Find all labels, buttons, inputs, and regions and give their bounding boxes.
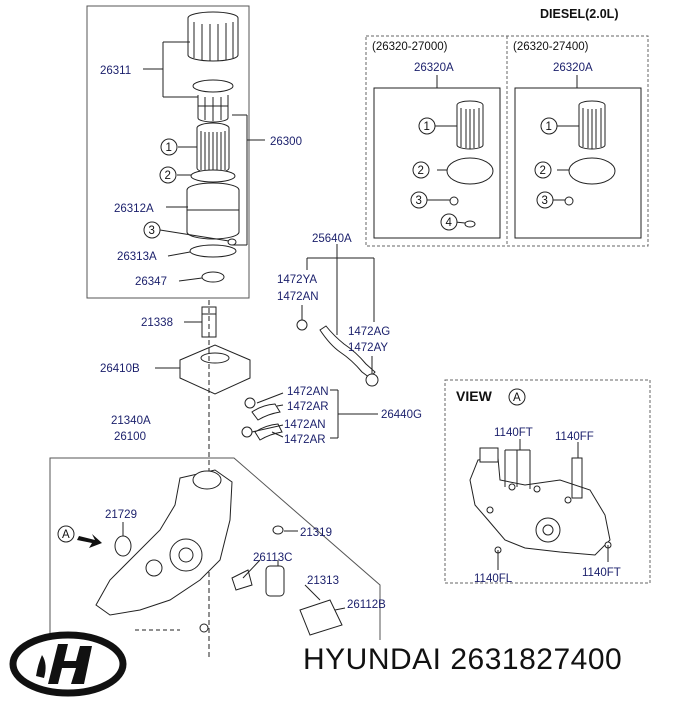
part-26113C: 26113C [253,552,292,564]
part-21319: 21319 [300,527,332,539]
svg-text:3: 3 [149,225,155,237]
part-1472AN-upper: 1472AN [277,291,319,303]
part-1472AG: 1472AG [348,326,390,338]
part-26311: 26311 [100,65,131,77]
brand-name: HYUNDAI [303,643,442,676]
variant-2-code: (26320-27400) [513,41,589,53]
svg-text:A: A [62,529,70,541]
variant-2-item-2: 2 [540,165,546,177]
part-1472AR-a: 1472AR [287,401,329,413]
part-21313: 21313 [307,575,339,587]
variant-1-item-1: 1 [424,121,430,133]
view-a-drawing [469,447,612,556]
filter-cap-drawing [186,11,240,283]
hose-drawing [241,319,379,441]
part-26100: 26100 [114,431,146,443]
view-a-part-1140FF: 1140FF [555,431,594,443]
view-a-box [444,379,651,584]
part-26440G: 26440G [381,409,422,421]
view-a-part-1140FL: 1140FL [474,573,513,585]
part-26313A: 26313A [117,251,157,263]
variant-2-drawing [534,100,616,209]
filter-group-labels [143,41,265,282]
part-26300: 26300 [270,136,302,148]
hyundai-logo [9,631,127,697]
pump-box [49,457,381,640]
pump-lines [122,522,346,631]
view-a-marker: A [57,525,102,548]
part-1472YA: 1472YA [277,274,317,286]
part-1472AN-a: 1472AN [287,386,329,398]
part-21340A: 21340A [111,415,151,427]
variant-1-part: 26320A [414,62,454,74]
callout-1: 1 [160,138,178,156]
part-21338: 21338 [141,317,173,329]
part-26312A: 26312A [114,203,154,215]
filter-group-box [86,5,250,299]
view-a-lines [497,439,609,570]
part-number: 2631827400 [450,643,623,676]
variant-2-item-1: 1 [546,121,552,133]
pump-drawing [95,469,343,636]
part-26410B: 26410B [100,363,140,375]
variant-2-item-3: 3 [542,195,548,207]
callout-2: 2 [159,166,177,184]
part-1472AR-b: 1472AR [284,434,326,446]
part-26347: 26347 [135,276,167,288]
view-a-title-marker: A [513,392,521,404]
part-25640A: 25640A [312,233,352,245]
part-1472AY: 1472AY [348,342,388,354]
part-26112B: 26112B [347,599,386,611]
svg-text:2: 2 [165,170,171,182]
hose-lines [251,244,378,439]
variant-2-part: 26320A [553,62,593,74]
view-a-part-1140FT-bottom: 1140FT [582,567,621,579]
view-a-title: VIEW [456,388,493,404]
variant-1-item-3: 3 [416,195,422,207]
footer-brand-line: HYUNDAI 2631827400 [303,643,622,677]
variant-1-item-2: 2 [418,165,424,177]
variant-1-drawing [410,100,494,231]
view-a-part-1140FT-top: 1140FT [494,427,533,439]
svg-text:1: 1 [166,142,172,154]
callout-3: 3 [143,221,161,239]
engine-label: DIESEL(2.0L) [540,7,619,21]
housing-drawing [179,300,251,660]
part-1472AN-b: 1472AN [284,419,326,431]
part-21729: 21729 [105,509,137,521]
variant-1-code: (26320-27000) [372,41,448,53]
variant-1-item-4: 4 [446,217,453,229]
